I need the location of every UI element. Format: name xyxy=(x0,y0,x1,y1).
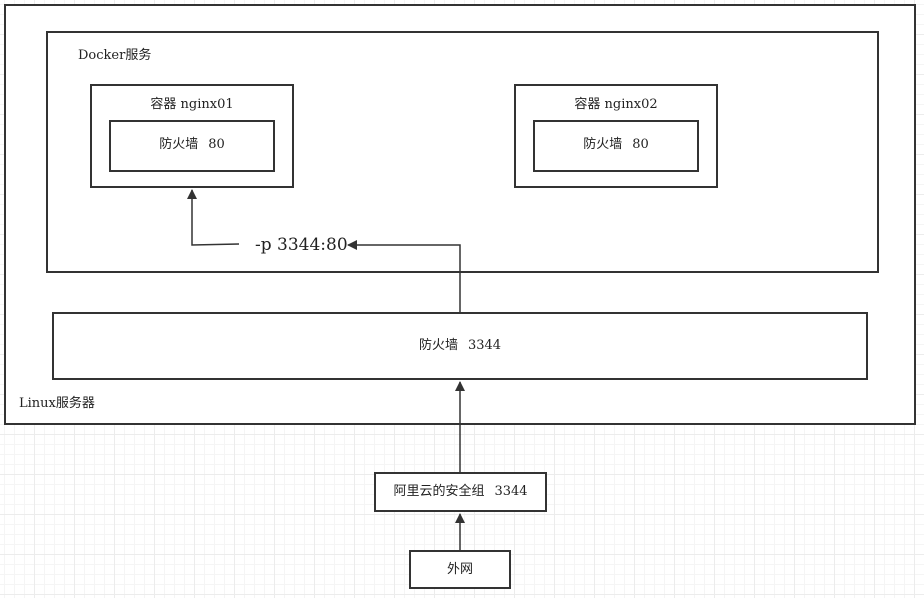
container-nginx02: 容器 nginx02 防火墙 80 xyxy=(514,84,718,188)
container-nginx01-title: 容器 nginx01 xyxy=(150,97,234,112)
aliyun-security-group-label: 阿里云的安全组 3344 xyxy=(376,484,545,500)
port-mapping-label: -p 3344:80 xyxy=(255,235,348,255)
container-nginx01-firewall-label: 防火墙 80 xyxy=(111,137,273,153)
arrow-port-mapping-to-nginx01 xyxy=(187,189,240,246)
container-nginx01-firewall: 防火墙 80 xyxy=(109,120,275,172)
firewall-name: 防火墙 xyxy=(159,137,199,152)
firewall-name: 防火墙 xyxy=(583,137,623,152)
linux-firewall-label: 防火墙 3344 xyxy=(54,338,866,354)
security-group-port: 3344 xyxy=(494,484,528,499)
container-nginx02-title: 容器 nginx02 xyxy=(574,97,658,112)
linux-firewall-box: 防火墙 3344 xyxy=(52,312,868,380)
firewall-port: 3344 xyxy=(467,338,502,353)
firewall-name: 防火墙 xyxy=(418,338,458,353)
security-group-name: 阿里云的安全组 xyxy=(393,484,485,499)
firewall-port: 80 xyxy=(632,137,649,152)
internet-box: 外网 xyxy=(409,550,511,589)
firewall-port: 80 xyxy=(208,137,225,152)
aliyun-security-group-box: 阿里云的安全组 3344 xyxy=(374,472,547,512)
container-nginx02-firewall: 防火墙 80 xyxy=(533,120,699,172)
arrow-firewall-to-port-mapping xyxy=(347,240,461,312)
container-nginx01: 容器 nginx01 防火墙 80 xyxy=(90,84,294,188)
internet-label: 外网 xyxy=(446,562,473,577)
docker-service-label: Docker服务 xyxy=(78,48,152,63)
linux-server-label: Linux服务器 xyxy=(19,396,95,411)
container-nginx02-firewall-label: 防火墙 80 xyxy=(535,137,697,153)
